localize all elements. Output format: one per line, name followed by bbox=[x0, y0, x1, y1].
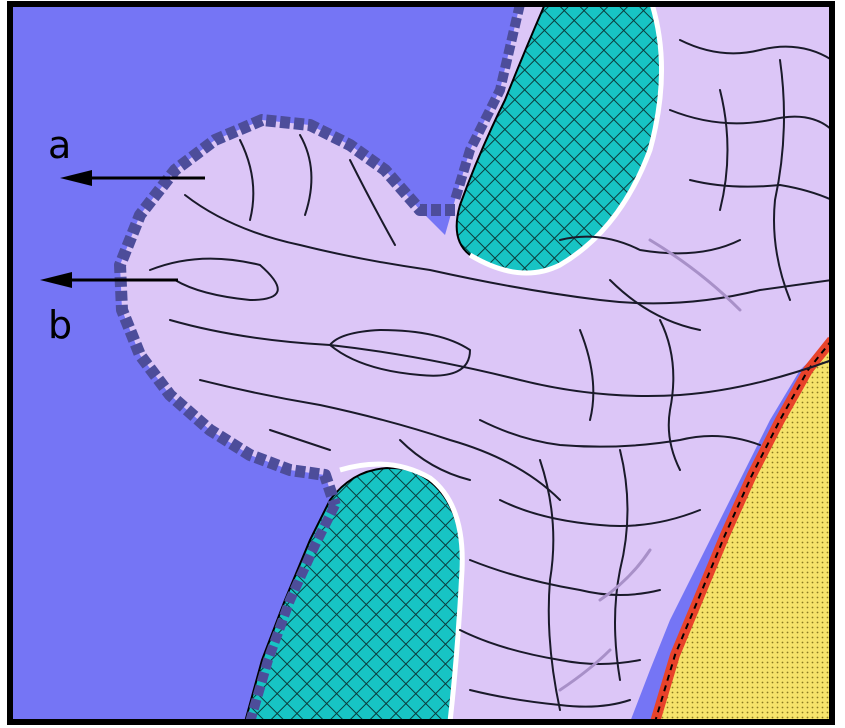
label-a: a bbox=[48, 123, 71, 167]
label-b: b bbox=[48, 303, 72, 347]
